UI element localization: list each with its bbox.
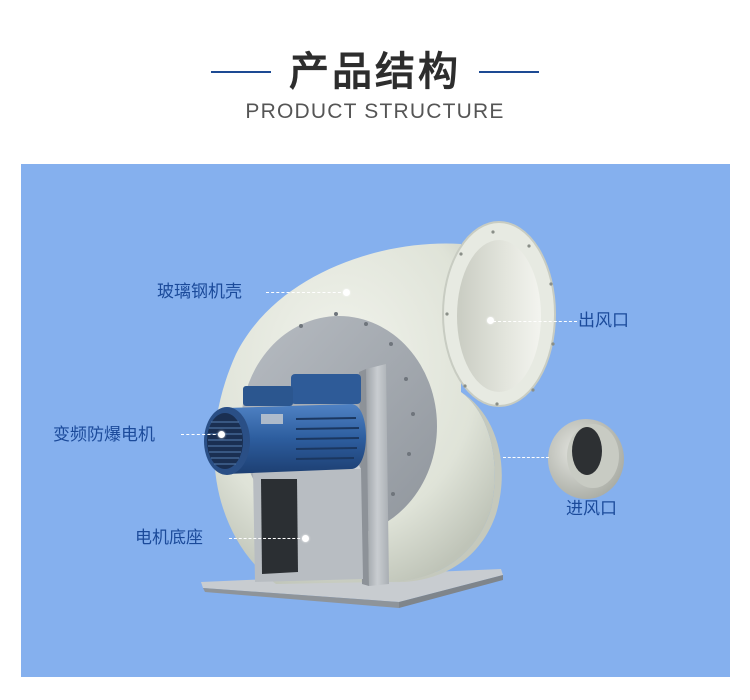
label-housing: 玻璃钢机壳 <box>157 282 242 302</box>
title-left-rule <box>211 71 271 73</box>
label-base: 电机底座 <box>135 528 203 548</box>
motor-junction-box <box>291 374 361 404</box>
leader-motor <box>181 434 221 435</box>
label-motor: 变频防爆电机 <box>53 425 155 445</box>
leader-housing <box>266 292 346 293</box>
title-right-rule <box>479 71 539 73</box>
label-inlet: 进风口 <box>566 499 617 519</box>
product-structure-panel: 玻璃钢机壳 变频防爆电机 电机底座 出风口 进风口 <box>21 164 730 677</box>
leader-inlet <box>503 457 549 458</box>
fan-illustration <box>201 221 624 608</box>
section-header: 产品结构 PRODUCT STRUCTURE <box>0 0 750 140</box>
outlet-opening <box>457 240 541 392</box>
page-title: 产品结构 <box>289 49 461 95</box>
hotspot-outlet[interactable] <box>487 317 494 324</box>
hotspot-base[interactable] <box>302 535 309 542</box>
leader-outlet <box>493 321 577 322</box>
hotspot-motor[interactable] <box>218 431 225 438</box>
support-bracket <box>366 364 389 586</box>
leader-base <box>229 538 305 539</box>
page-subtitle: PRODUCT STRUCTURE <box>245 100 505 123</box>
title-row: 产品结构 <box>0 42 750 102</box>
label-outlet: 出风口 <box>578 311 629 331</box>
hotspot-housing[interactable] <box>343 289 350 296</box>
